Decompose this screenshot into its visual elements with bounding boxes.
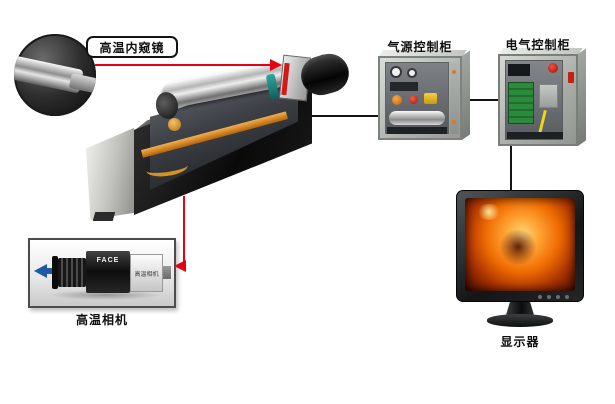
connector-air-to-electric-cabinet xyxy=(462,99,498,101)
monitor-stand-neck xyxy=(506,302,534,315)
endoscope-label-text: 高温内窥镜 xyxy=(99,40,165,55)
camera-rear-housing: 高温相机 xyxy=(130,254,163,292)
electric-cabinet-module xyxy=(508,64,530,76)
monitor-stand-base xyxy=(487,314,553,327)
camera-body: FACE xyxy=(86,251,130,293)
electric-cabinet-label: 电气控制柜 xyxy=(505,38,571,52)
monitor-button-dot xyxy=(556,295,560,299)
red-arrow-left-icon xyxy=(174,260,186,272)
monitor-button-dot xyxy=(565,295,569,299)
air-cabinet-valve-block xyxy=(424,93,437,104)
red-knob-icon xyxy=(409,95,418,104)
air-cabinet-door-edge xyxy=(450,62,459,134)
air-cabinet-module xyxy=(390,82,418,91)
cabinet-handle xyxy=(568,72,574,83)
camera-lens-ring xyxy=(52,256,58,289)
red-button-icon xyxy=(548,63,558,73)
connector-electric-cabinet-to-monitor xyxy=(510,146,512,191)
air-cabinet-label: 气源控制柜 xyxy=(387,40,453,54)
connector-enclosure-to-air-cabinet xyxy=(312,115,378,117)
monitor-control-buttons xyxy=(538,295,569,299)
red-arrow-right-icon xyxy=(270,59,282,71)
air-cabinet-filter-cylinder xyxy=(389,111,445,125)
pressure-gauge-icon xyxy=(390,66,402,78)
electric-cabinet-unit xyxy=(539,84,558,108)
camera-body-label: 高温相机 xyxy=(134,271,159,278)
camera-label: 高温相机 xyxy=(75,313,128,327)
electric-cabinet-side-face xyxy=(578,48,586,146)
camera-lens-barrel xyxy=(58,258,86,287)
endoscope-label: 高温内窥镜 xyxy=(86,36,178,58)
air-cabinet-hinge xyxy=(452,70,456,74)
circuit-board xyxy=(508,82,534,124)
blue-arrow-left-icon xyxy=(34,264,47,278)
camera-shadow xyxy=(48,290,162,300)
monitor-button-dot xyxy=(538,295,542,299)
endoscope-pointer-line xyxy=(95,64,271,66)
connector-enclosure-to-camera xyxy=(183,196,185,266)
air-cabinet-base xyxy=(387,127,447,134)
blue-arrow-tail xyxy=(46,268,55,274)
endoscope-photo xyxy=(14,34,96,116)
monitor-label: 显示器 xyxy=(500,335,540,349)
orange-knob-icon xyxy=(392,95,402,105)
enclosure-left-face xyxy=(86,127,136,220)
air-cabinet-hinge xyxy=(452,120,456,124)
air-cabinet-side-face xyxy=(462,50,470,140)
pressure-gauge-icon xyxy=(407,68,417,78)
camera-connector xyxy=(163,266,171,279)
enclosure-foot xyxy=(92,212,116,221)
furnace-dark-spot xyxy=(499,229,537,265)
monitor-button-dot xyxy=(547,295,551,299)
enclosure-drive-gear xyxy=(168,118,181,131)
furnace-bright-spot xyxy=(477,204,501,220)
camera-brand-text: FACE xyxy=(96,257,120,264)
electric-cabinet-base xyxy=(507,132,563,139)
